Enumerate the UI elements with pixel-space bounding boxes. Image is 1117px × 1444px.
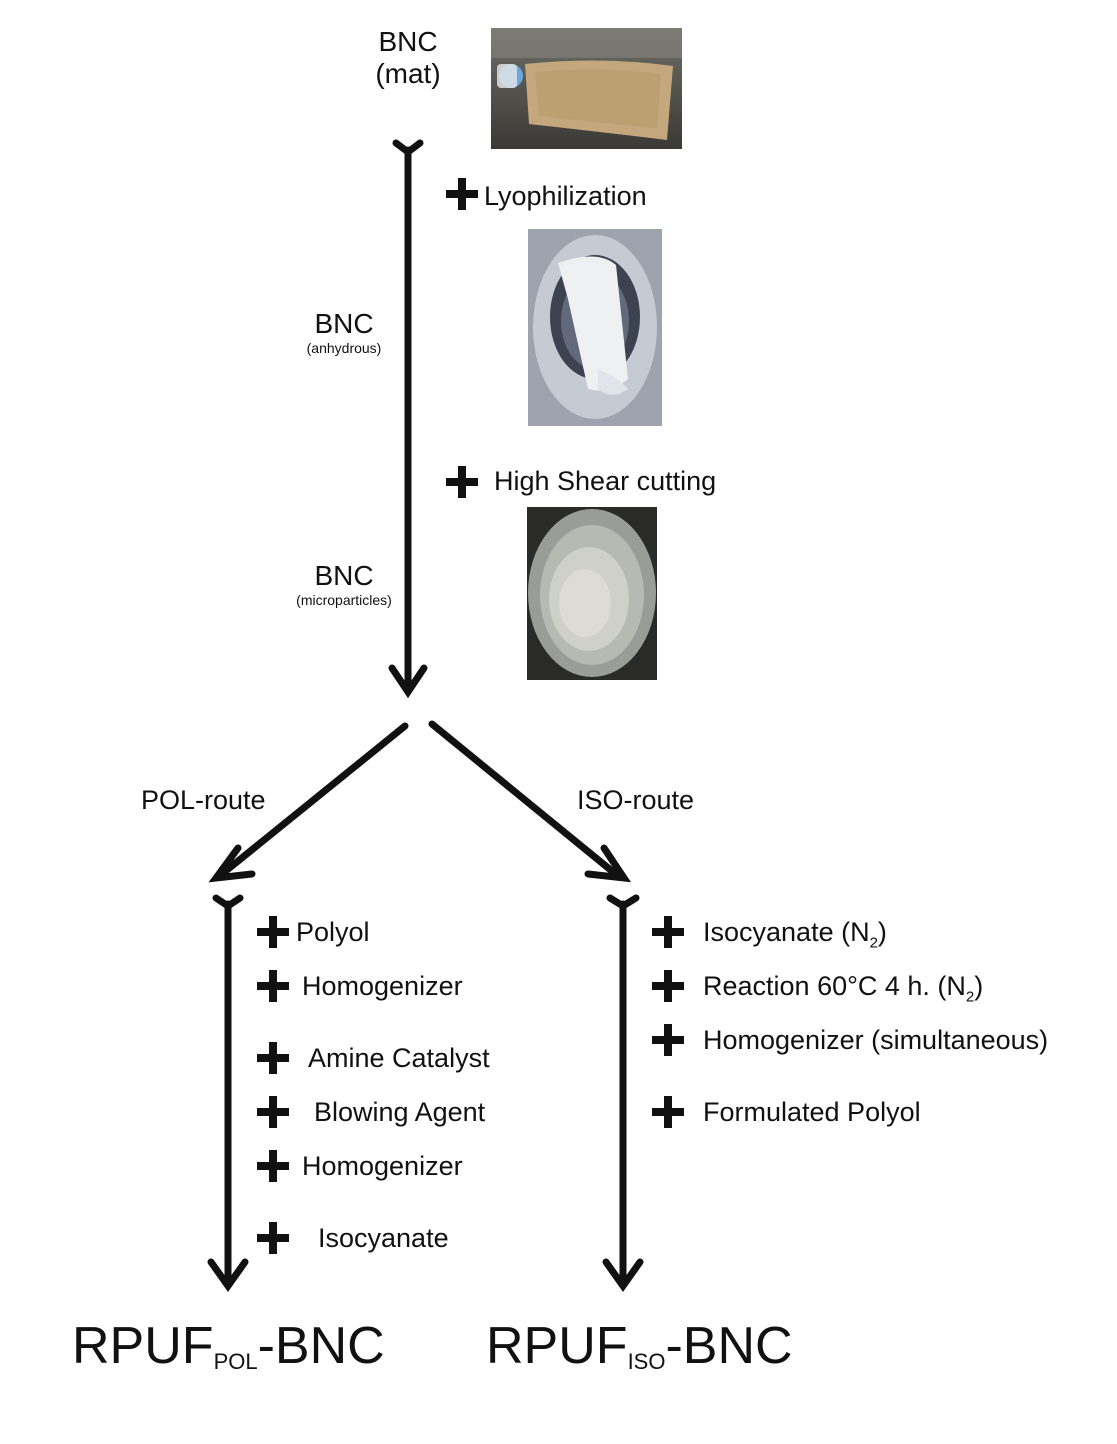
product-rpuf-iso: RPUFISO-BNC [486, 1317, 793, 1375]
pol-arrow-head [207, 1258, 249, 1293]
step-lyophilization: Lyophilization [484, 181, 647, 211]
plus-icon [257, 970, 289, 1002]
product-rpuf-pol: RPUFPOL-BNC [72, 1317, 385, 1375]
step-high-shear-cutting: High Shear cutting [494, 466, 717, 496]
iso-arrow-head [602, 1258, 644, 1293]
anhydrous-node: BNC (anhydrous) [294, 308, 394, 356]
plus-icon [257, 916, 289, 948]
pol-step-isocyanate: Isocyanate [318, 1223, 449, 1253]
iso-route-label: ISO-route [577, 785, 695, 815]
plus-icon [257, 1042, 289, 1074]
plus-icon [257, 1150, 289, 1182]
pol-branch-head [208, 844, 256, 883]
pol-step-amine-catalyst: Amine Catalyst [308, 1043, 490, 1073]
start-sublabel: (mat) [375, 58, 441, 90]
iso-branch-head [584, 844, 632, 883]
pol-branch-shaft [218, 722, 409, 878]
plus-icon [652, 1024, 684, 1056]
start-node: BNC (mat) [360, 26, 456, 90]
iso-step-isocyanate: Isocyanate (N2) [703, 917, 887, 952]
lyophilized-bnc-photo [528, 229, 662, 426]
pol-step-homogenizer-2: Homogenizer [302, 1151, 463, 1181]
plus-icon [652, 916, 684, 948]
pol-step-polyol: Polyol [296, 917, 370, 947]
start-label: BNC [378, 26, 438, 57]
microparticles-label: BNC [314, 560, 374, 591]
plus-icon [652, 970, 684, 1002]
pol-step-homogenizer: Homogenizer [302, 971, 463, 1001]
iso-step-reaction: Reaction 60°C 4 h. (N2) [703, 971, 984, 1006]
plus-icon [652, 1096, 684, 1128]
pol-route-label: POL-route [141, 785, 266, 815]
plus-icon [446, 466, 478, 498]
bnc-microparticles-photo [527, 507, 657, 680]
microparticles-sublabel: (microparticles) [296, 592, 392, 609]
anhydrous-label: BNC [314, 308, 374, 339]
plus-icon [257, 1096, 289, 1128]
main-arrow-head [388, 664, 428, 699]
iso-branch-shaft [428, 720, 622, 880]
bnc-mat-photo [491, 28, 682, 149]
anhydrous-sublabel: (anhydrous) [306, 340, 382, 357]
plus-icon [257, 1222, 289, 1254]
iso-step-formulated-polyol: Formulated Polyol [703, 1097, 921, 1127]
pol-step-blowing-agent: Blowing Agent [314, 1097, 486, 1127]
iso-step-homogenizer: Homogenizer (simultaneous) [703, 1025, 1049, 1055]
microparticles-node: BNC (microparticles) [284, 560, 404, 608]
plus-icon [446, 178, 478, 210]
